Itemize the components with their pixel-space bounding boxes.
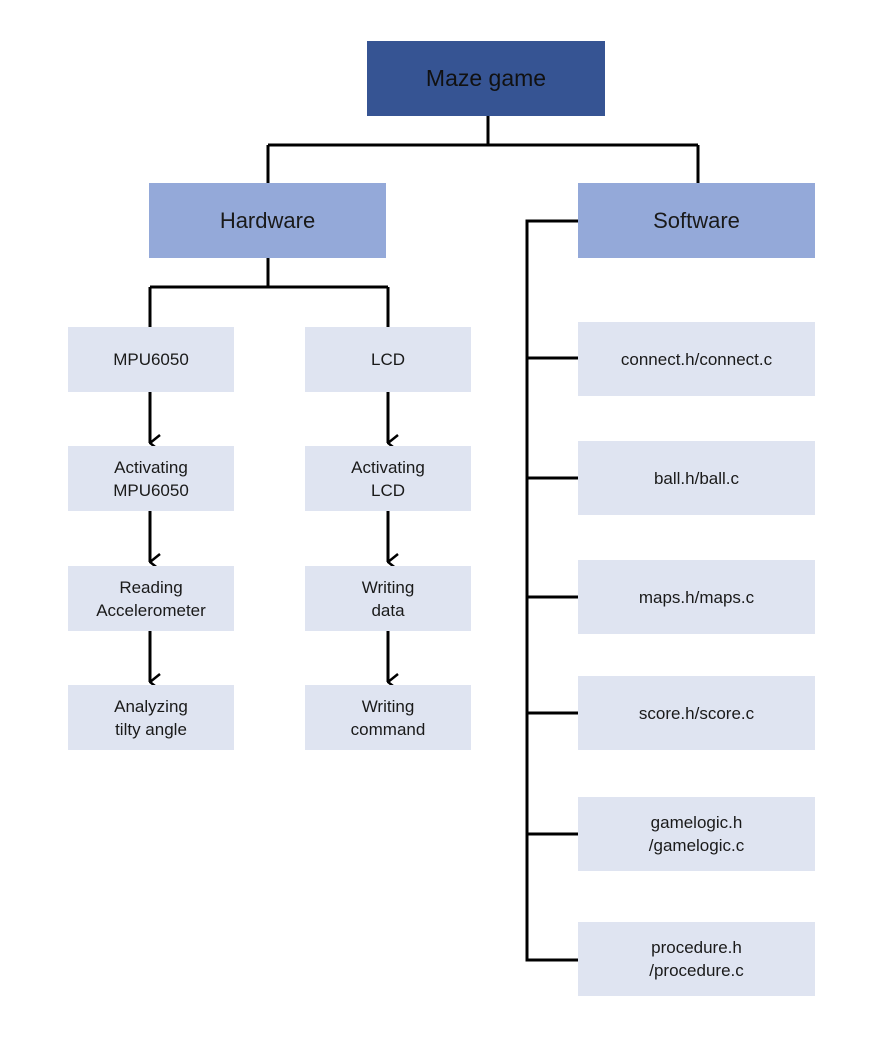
mpu-step-label: MPU6050 [113, 350, 189, 369]
software-label: Software [653, 207, 740, 233]
root-label: Maze game [425, 65, 547, 91]
software-module-node: connect.h/connect.c [578, 322, 815, 396]
mpu-step-label: Activating MPU6050 [113, 457, 189, 500]
software-trunk-line [525, 219, 578, 962]
lcd-step-node: LCD [305, 327, 471, 392]
software-module-node: maps.h/maps.c [578, 560, 815, 634]
software-module-label: score.h/score.c [638, 703, 755, 723]
lcd-step-label: LCD [370, 350, 405, 369]
lcd-step-label: Writing command [350, 696, 426, 739]
root-branch-line [266, 116, 700, 183]
software-module-ticks [527, 356, 578, 836]
software-module-node: ball.h/ball.c [578, 441, 815, 515]
root-node: Maze game [367, 41, 605, 116]
lcd-step-node: Activating LCD [305, 446, 471, 511]
hardware-branch-line [148, 258, 390, 327]
lcd-step-label: Writing data [361, 577, 415, 620]
hardware-label: Hardware [219, 207, 316, 233]
lcd-step-node: Writing data [305, 566, 471, 631]
software-node: Software [578, 183, 815, 258]
lcd-step-label: Activating LCD [351, 457, 425, 500]
software-module-node: score.h/score.c [578, 676, 815, 750]
software-module-label: procedure.h /procedure.c [649, 938, 744, 980]
mpu-step-node: MPU6050 [68, 327, 234, 392]
software-module-node: gamelogic.h /gamelogic.c [578, 797, 815, 871]
mpu-step-node: Analyzing tilty angle [68, 685, 234, 750]
mpu-step-label: Analyzing tilty angle [114, 696, 188, 739]
software-module-node: procedure.h /procedure.c [578, 922, 815, 996]
software-module-label: ball.h/ball.c [653, 468, 740, 488]
software-module-label: maps.h/maps.c [638, 587, 755, 607]
hardware-node: Hardware [149, 183, 386, 258]
mpu-step-node: Reading Accelerometer [68, 566, 234, 631]
software-module-label: gamelogic.h /gamelogic.c [648, 813, 745, 855]
lcd-step-node: Writing command [305, 685, 471, 750]
mpu-step-label: Reading Accelerometer [96, 577, 206, 620]
mpu-step-node: Activating MPU6050 [68, 446, 234, 511]
software-module-label: connect.h/connect.c [620, 349, 773, 369]
